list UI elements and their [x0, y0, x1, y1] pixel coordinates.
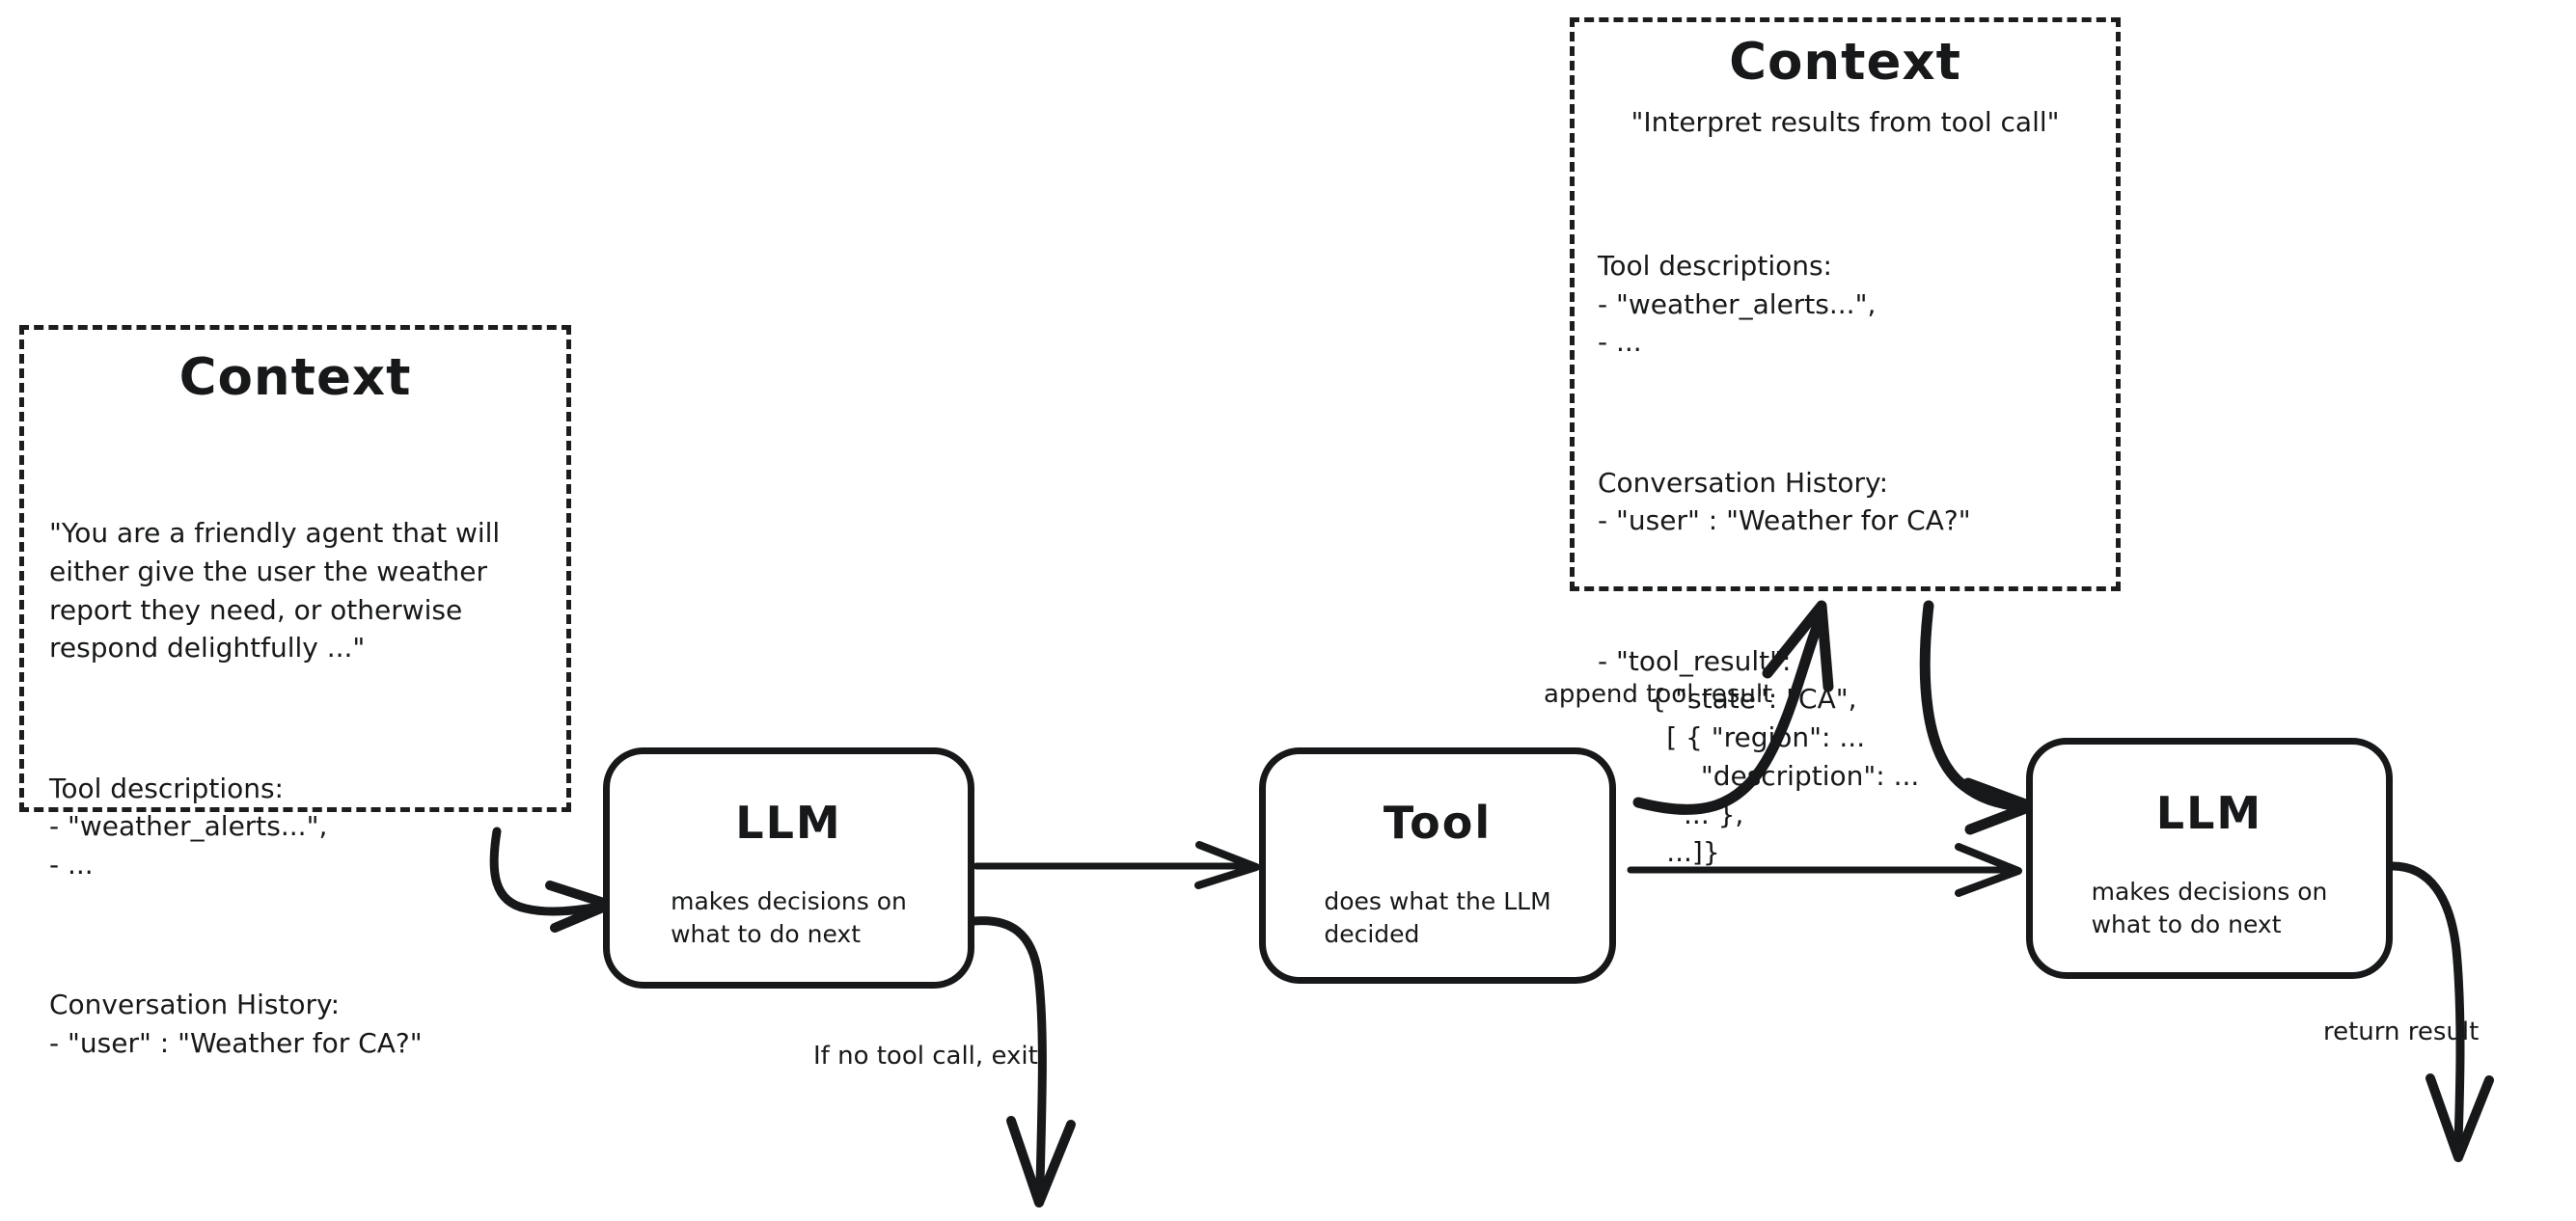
context-initial-paragraph-tools: Tool descriptions: - "weather_alerts..."…: [49, 772, 328, 882]
arrow-llm2-return: [2388, 861, 2465, 1148]
node-llm-second-title: LLM: [2155, 787, 2263, 839]
arrow-llm1-exit-head: [1006, 1116, 1076, 1207]
context-after-tool-paragraph-tools: Tool descriptions: - "weather_alerts..."…: [1598, 249, 1877, 359]
edge-label-append-tool-result: append tool result: [1544, 680, 1773, 709]
node-tool-subtitle: does what the LLM decided: [1324, 887, 1551, 948]
context-after-tool-quote: "Interpret results from tool call": [1631, 105, 2060, 138]
context-after-tool-title: Context: [1729, 33, 1961, 92]
node-llm-first-title: LLM: [735, 797, 842, 849]
arrow-llm2-return-head: [2425, 1073, 2494, 1162]
context-initial-title: Context: [178, 348, 412, 407]
arrow-context-to-llm1-head: [545, 881, 615, 933]
arrow-llm1-to-tool-head: [1194, 841, 1260, 889]
node-llm-first[interactable]: LLM makes decisions on what to do next: [603, 747, 974, 989]
edge-label-return-result: return result: [2323, 1018, 2480, 1046]
node-llm-second-subtitle: makes decisions on what to do next: [2091, 878, 2328, 938]
edge-label-exit: If no tool call, exit: [813, 1042, 1038, 1071]
context-after-tool-paragraph-tool-result: - "tool_result": { "state": "CA", [ { "r…: [1598, 644, 1920, 869]
context-initial-box: Context "You are a friendly agent that w…: [19, 325, 571, 1059]
context-after-tool-paragraph-history: Conversation History: - "user" : "Weathe…: [1598, 466, 1971, 537]
context-initial-paragraph-system: "You are a friendly agent that will eith…: [49, 517, 501, 665]
node-tool-title: Tool: [1383, 797, 1493, 849]
context-after-tool-box: Context "Interpret results from tool cal…: [1570, 17, 2121, 868]
context-initial-paragraph-history: Conversation History: - "user" : "Weathe…: [49, 989, 423, 1060]
node-tool[interactable]: Tool does what the LLM decided: [1259, 747, 1616, 984]
node-llm-first-subtitle: makes decisions on what to do next: [671, 887, 907, 948]
node-llm-second[interactable]: LLM makes decisions on what to do next: [2026, 738, 2393, 979]
